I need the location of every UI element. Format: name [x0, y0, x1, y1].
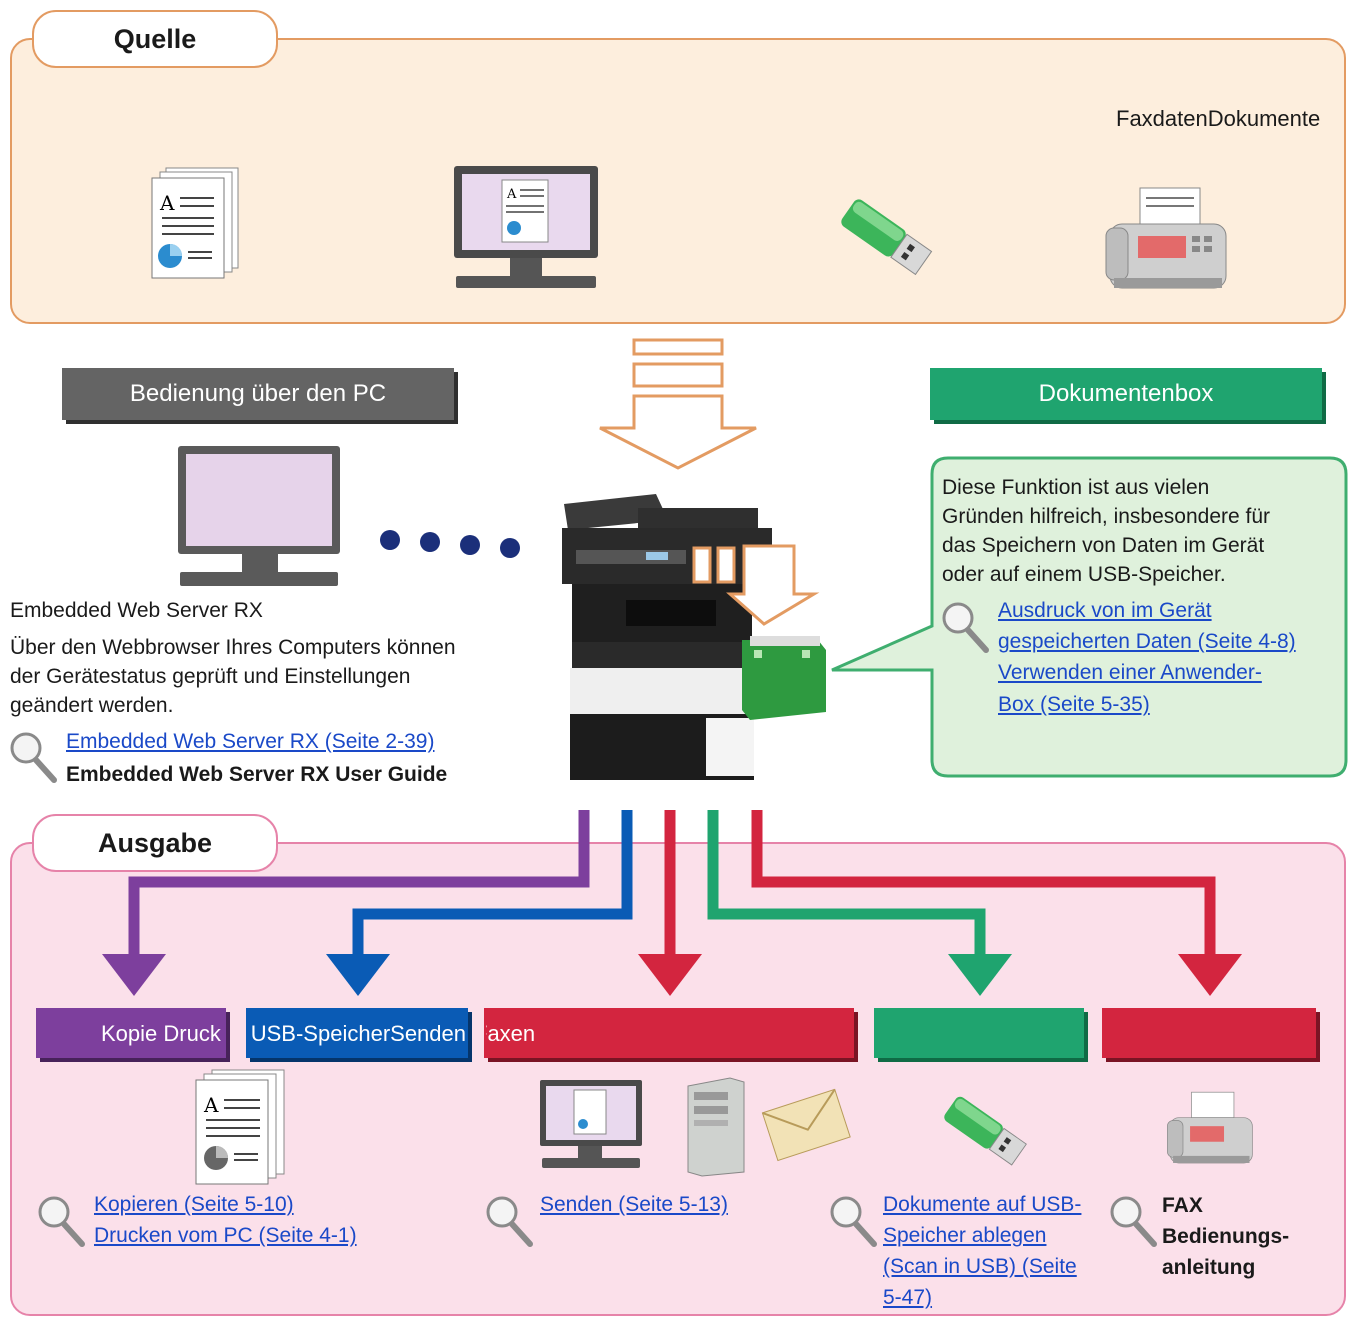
docbox-desc-line1: Diese Funktion ist aus vielen [942, 476, 1210, 499]
connection-dots [380, 530, 520, 558]
svg-text:A: A [203, 1093, 219, 1117]
fax-label-text: Faxen [486, 1021, 536, 1046]
copy-document-icon: A [195, 1069, 285, 1185]
magnifier-icon [942, 602, 989, 653]
pc-monitor-icon [178, 446, 340, 586]
copy-print-bar [36, 1008, 226, 1058]
svg-text:A: A [159, 191, 175, 215]
output-flow-arrows [102, 810, 1242, 996]
fax-machine-icon [1105, 187, 1227, 289]
docbox-link-line2[interactable]: gespeicherten Daten (Seite 4-8) [998, 630, 1296, 653]
server-tower-icon [687, 1077, 745, 1177]
usb-send-bar [246, 1008, 468, 1058]
docbox-link-line3[interactable]: Verwenden einer Anwender- [998, 661, 1262, 684]
magnifier-icon [830, 1196, 877, 1247]
usb-link-line3[interactable]: (Scan in USB) (Seite [883, 1255, 1077, 1278]
fax-guide-line2: Bedienungs- [1162, 1225, 1290, 1248]
usb-output-icon [944, 1096, 1027, 1166]
mfp-printer-icon [562, 494, 826, 780]
docbox-desc-line2: Gründen hilfreich, insbesondere für [942, 505, 1271, 528]
input-flow-arrow [599, 338, 757, 470]
document-stack-icon: A [151, 167, 239, 279]
ews-desc-line2: der Gerätestatus geprüft und Einstellung… [10, 665, 411, 688]
magnifier-icon [486, 1196, 533, 1247]
send-monitor-icon [540, 1080, 642, 1168]
copy-link[interactable]: Kopieren (Seite 5-10) [94, 1193, 294, 1216]
usb-link-line4[interactable]: 5-47) [883, 1286, 933, 1309]
send-link[interactable]: Senden (Seite 5-13) [540, 1193, 728, 1216]
ews-desc-line1: Über den Webbrowser Ihres Computers könn… [10, 636, 456, 659]
usb-send-label-text: USB-SpeicherSenden [250, 1021, 466, 1046]
fax-bar [1102, 1008, 1316, 1058]
docbox-desc-line4: oder auf einem USB-Speicher. [942, 563, 1226, 586]
fax-label: Faxen [486, 1019, 606, 1048]
send-bar [484, 1008, 854, 1058]
source-title: Quelle [32, 10, 278, 68]
magnifier-icon [1110, 1196, 1157, 1247]
usb-bar [874, 1008, 1084, 1058]
ews-user-guide: Embedded Web Server RX User Guide [66, 763, 448, 786]
monitor-document-icon: A [454, 166, 598, 288]
usb-stick-icon [841, 199, 933, 276]
docbox-callout [831, 456, 1348, 778]
fax-guide-line1: FAX [1162, 1194, 1203, 1217]
svg-text:A: A [506, 187, 517, 202]
ews-desc-line3: geändert werden. [10, 694, 174, 717]
usb-send-label: USB-SpeicherSenden [230, 1019, 466, 1048]
magnifier-icon [38, 1196, 85, 1247]
ews-title: Embedded Web Server RX [10, 599, 263, 622]
magnifier-icon [10, 732, 57, 783]
copy-print-label: Kopie Druck [101, 1021, 221, 1046]
docbox-link-line1[interactable]: Ausdruck von im Gerät [998, 599, 1212, 622]
usb-link-line1[interactable]: Dokumente auf USB- [883, 1193, 1082, 1216]
docbox-desc-line3: das Speichern von Daten im Gerät [942, 534, 1265, 557]
usb-link-line2[interactable]: Speicher ablegen [883, 1224, 1047, 1247]
fax-data-label: FaxdatenDokumente [1116, 106, 1321, 131]
fax-guide-line3: anleitung [1162, 1256, 1256, 1279]
email-envelope-icon [761, 1088, 851, 1162]
ews-link[interactable]: Embedded Web Server RX (Seite 2-39) [66, 730, 435, 753]
fax-output-icon [1167, 1091, 1253, 1164]
print-pc-link[interactable]: Drucken vom PC (Seite 4-1) [94, 1224, 357, 1247]
output-title: Ausgabe [32, 814, 278, 872]
docbox-link-line4[interactable]: Box (Seite 5-35) [998, 693, 1150, 716]
pc-operation-header: Bedienung über den PC [62, 368, 454, 420]
document-box-header: Dokumentenbox [930, 368, 1322, 420]
